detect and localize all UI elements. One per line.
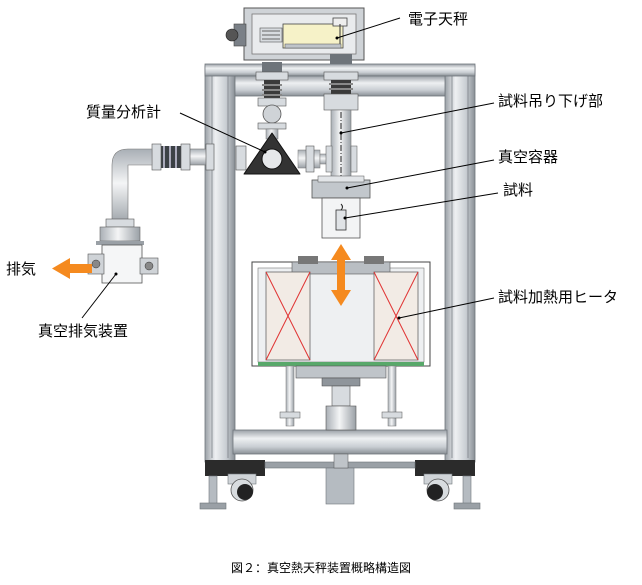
left-column-assembly: [255, 62, 289, 140]
sample: [335, 203, 347, 231]
label-exhaust: 排気: [6, 260, 36, 278]
electronic-balance: [225, 7, 365, 61]
vacuum-pump: [87, 226, 159, 284]
label-sample: 試料: [503, 181, 533, 199]
label-heater: 試料加熱用ヒータ: [498, 288, 618, 306]
exhaust-piping: [105, 143, 215, 228]
label-mass-spectrometer: 質量分析計: [86, 103, 161, 121]
leader-lines: [81, 17, 499, 320]
label-sample-suspension: 試料吊り下げ部: [498, 92, 603, 110]
sample-suspension-column: [323, 54, 359, 212]
label-vacuum-pump: 真空排気装置: [38, 322, 128, 340]
figure-caption: 図２：真空熱天秤装置概略構造図: [231, 560, 411, 575]
heater-motion-arrow: [331, 244, 351, 306]
mass-spectrometer: [235, 132, 335, 175]
label-vacuum-vessel: 真空容器: [498, 148, 558, 166]
label-electronic-balance: 電子天秤: [408, 10, 468, 28]
heater-lift: [279, 365, 403, 469]
caster-right: [423, 473, 453, 502]
caster-left: [227, 473, 257, 502]
exhaust-arrow: [52, 258, 92, 279]
